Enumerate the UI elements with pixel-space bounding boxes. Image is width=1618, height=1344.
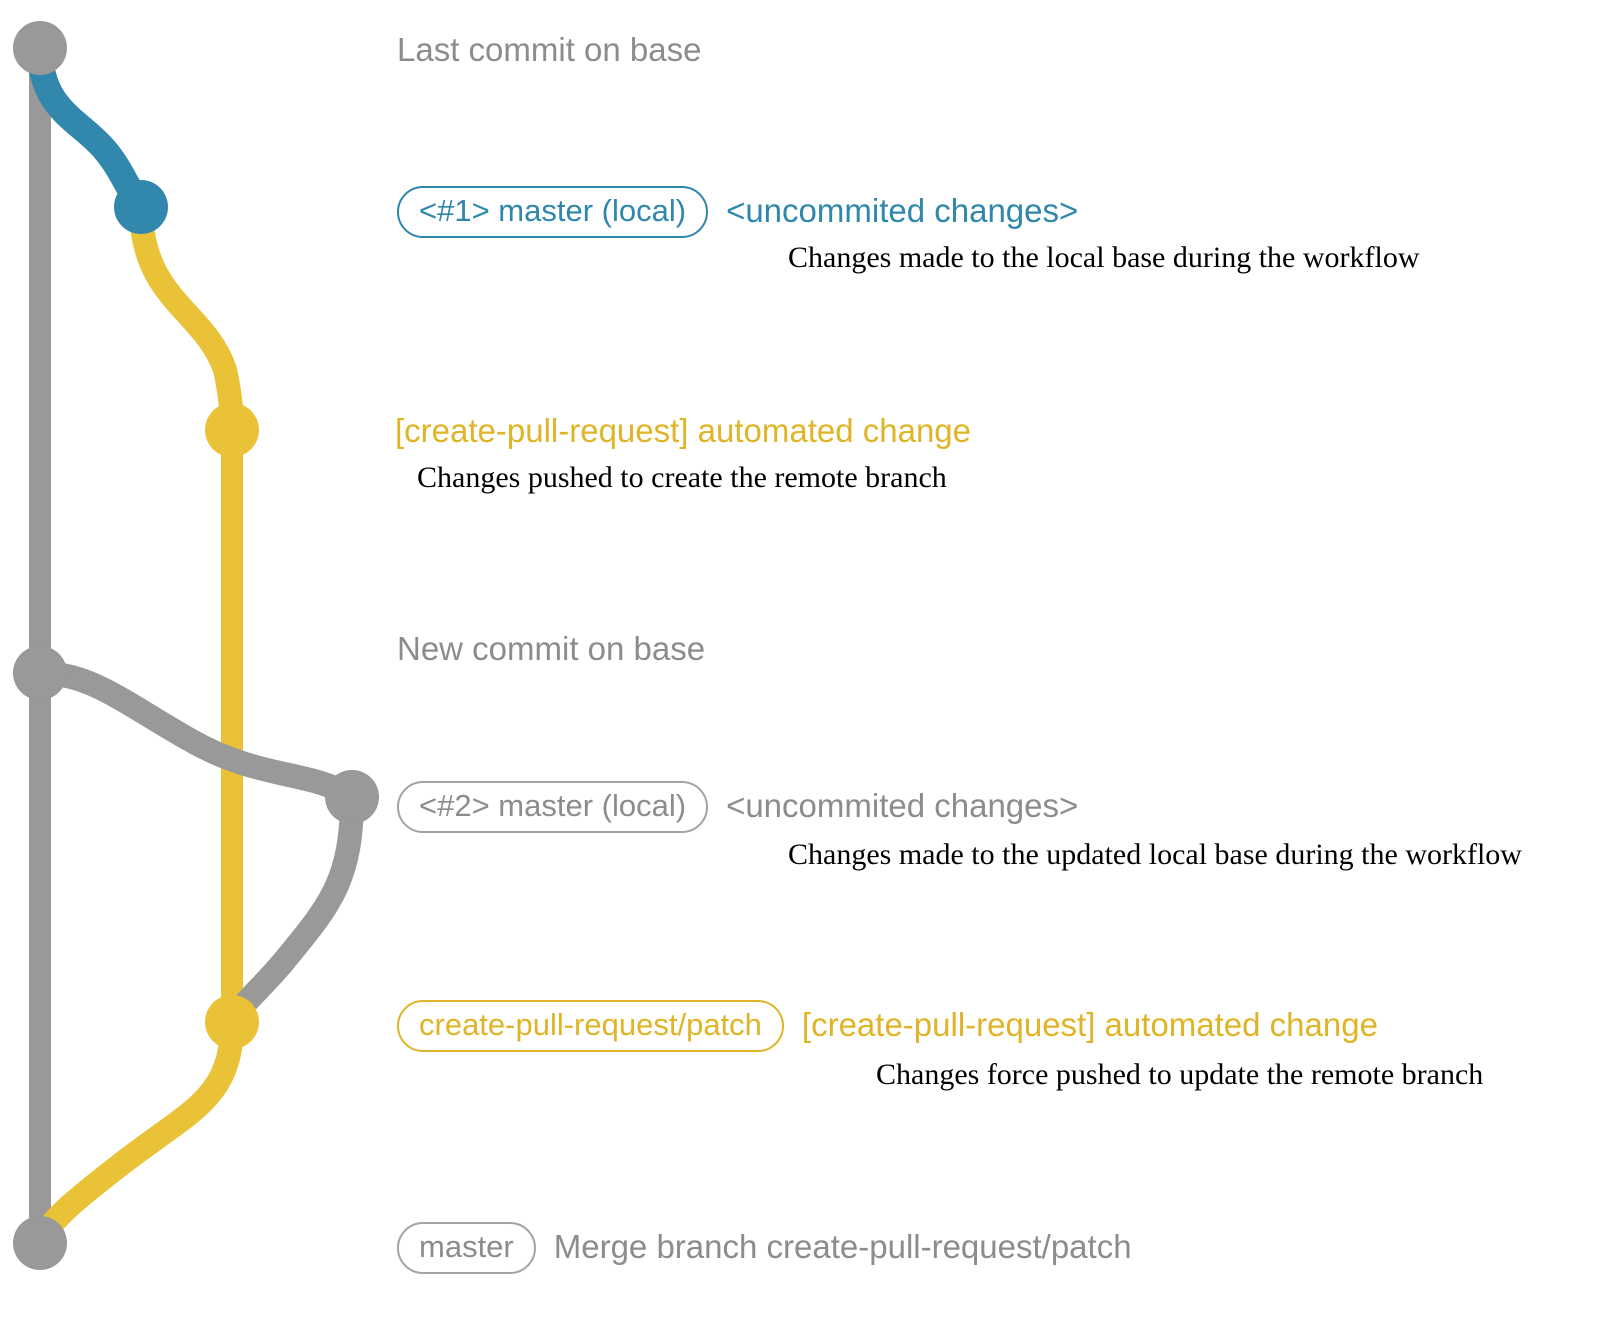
row-automated-change-2: create-pull-request/patch [create-pull-r… xyxy=(397,1000,1378,1052)
edge-base-to-local1 xyxy=(27,35,154,220)
badge-create-pull-request-patch[interactable]: create-pull-request/patch xyxy=(397,1000,784,1052)
edge-remote2-to-merge xyxy=(28,1010,244,1255)
edge-local1-to-remote1 xyxy=(129,195,244,442)
headline-uncommited-changes-2: <uncommited changes> xyxy=(726,787,1079,824)
commit-node-master-local-2[interactable] xyxy=(325,770,379,824)
subtext-master-local-2: Changes made to the updated local base d… xyxy=(788,838,1522,871)
headline-last-commit-on-base: Last commit on base xyxy=(397,31,702,68)
badge-master[interactable]: master xyxy=(397,1222,536,1274)
row-automated-change-1: [create-pull-request] automated change xyxy=(395,414,971,450)
subtext-automated-change-2: Changes force pushed to update the remot… xyxy=(876,1058,1484,1091)
subtext-master-local-1: Changes made to the local base during th… xyxy=(788,241,1420,274)
headline-uncommited-changes-1: <uncommited changes> xyxy=(726,192,1079,229)
commit-node-last-base[interactable] xyxy=(13,21,67,75)
headline-merge-branch: Merge branch create-pull-request/patch xyxy=(553,1228,1132,1265)
commit-node-new-base[interactable] xyxy=(13,646,67,700)
badge-master-local-1[interactable]: <#1> master (local) xyxy=(397,186,709,238)
spacer xyxy=(708,807,726,808)
headline-automated-change-1: [create-pull-request] automated change xyxy=(395,412,972,449)
spacer xyxy=(708,212,726,213)
row-last-commit-on-base: Last commit on base xyxy=(397,33,701,69)
commit-node-automated-2[interactable] xyxy=(205,995,259,1049)
edge-base-to-local2 xyxy=(28,661,364,809)
spacer xyxy=(784,1026,802,1027)
row-merge-commit: master Merge branch create-pull-request/… xyxy=(397,1222,1132,1274)
edge-local2-to-remote2 xyxy=(220,785,364,1034)
badge-master-local-2[interactable]: <#2> master (local) xyxy=(397,781,709,833)
headline-automated-change-2: [create-pull-request] automated change xyxy=(801,1006,1378,1043)
spacer xyxy=(536,1248,554,1249)
commit-node-automated-1[interactable] xyxy=(205,403,259,457)
row-master-local-1: <#1> master (local) <uncommited changes> xyxy=(397,186,1078,238)
row-master-local-2: <#2> master (local) <uncommited changes> xyxy=(397,781,1078,833)
commit-node-merge[interactable] xyxy=(13,1216,67,1270)
row-new-commit-on-base: New commit on base xyxy=(397,632,705,668)
headline-new-commit-on-base: New commit on base xyxy=(397,630,706,667)
commit-node-master-local-1[interactable] xyxy=(114,180,168,234)
subtext-automated-change-1: Changes pushed to create the remote bran… xyxy=(417,461,947,494)
